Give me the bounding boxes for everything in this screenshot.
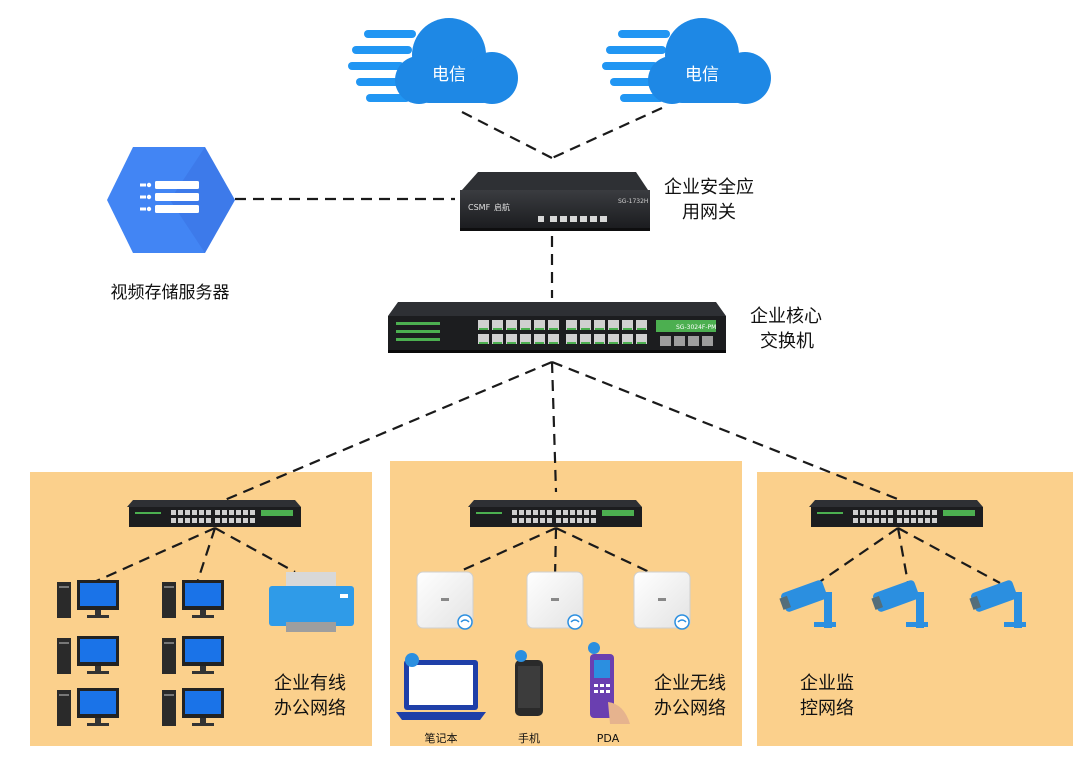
switch-led-block-icon — [396, 322, 440, 341]
link-sw1-pc1 — [91, 526, 216, 585]
speed-lines-icon — [348, 30, 416, 102]
speed-lines-icon — [602, 30, 670, 102]
access-point-icon — [526, 571, 584, 630]
gateway-brand: CSMF — [468, 203, 491, 212]
link-sw1-printer — [214, 527, 296, 573]
access-switch-wired — [127, 500, 301, 527]
link-core-zone3 — [551, 360, 901, 502]
zone-wireless-label-line2: 办公网络 — [654, 698, 726, 719]
gateway-label-line1: 企业安全应 — [664, 177, 754, 198]
access-point-group — [416, 571, 691, 630]
zone-surveillance-label-line2: 控网络 — [800, 698, 854, 719]
desktop-pc-group — [57, 580, 224, 726]
link-sw3-cam2 — [896, 527, 910, 584]
link-cloud1-gateway — [461, 111, 553, 159]
phone-icon — [515, 650, 543, 716]
zone-surveillance-label-line1: 企业监 — [800, 673, 854, 694]
link-core-zone2 — [550, 361, 558, 493]
storage-label: 视频存储服务器 — [111, 283, 230, 303]
desktop-pc-icon — [162, 580, 224, 618]
gateway-model: SG-1732H — [618, 198, 648, 205]
core-switch-label-line1: 企业核心 — [750, 306, 822, 327]
link-core-zone1 — [219, 360, 553, 504]
gateway-label-line2: 用网关 — [682, 202, 736, 223]
core-switch: SG-3024F-PM 企业核心 交换机 — [388, 302, 822, 353]
cloud-telecom-2: 电信 — [602, 18, 771, 104]
zone-wired-label-line1: 企业有线 — [274, 673, 346, 694]
zone-wired-label-line2: 办公网络 — [274, 698, 346, 719]
cloud-label: 电信 — [432, 65, 466, 85]
link-sw3-cam1 — [817, 527, 899, 584]
link-sw1-pc2 — [195, 527, 217, 584]
link-sw3-cam3 — [897, 527, 1001, 584]
link-sw2-ap1 — [444, 526, 557, 580]
link-cloud2-gateway — [551, 106, 663, 160]
core-switch-model: SG-3024F-PM — [676, 324, 716, 331]
gateway-brand-cn: 启航 — [494, 202, 510, 212]
link-sw2-ap2 — [553, 527, 558, 579]
security-camera-icon — [969, 580, 1026, 628]
switch-ports-icon — [478, 320, 713, 346]
camera-group — [779, 580, 1026, 628]
desktop-pc-icon — [57, 688, 119, 726]
connection-lines — [91, 106, 1001, 585]
desktop-pc-icon — [57, 580, 119, 618]
security-camera-icon — [779, 580, 836, 628]
cloud-icon — [648, 18, 771, 104]
server-stack-icon — [140, 181, 199, 213]
security-camera-icon — [871, 580, 928, 628]
pda-icon — [588, 642, 630, 724]
phone-label: 手机 — [518, 731, 540, 745]
access-point-icon — [633, 571, 691, 630]
cloud-icon — [395, 18, 518, 104]
cloud-label: 电信 — [685, 65, 719, 85]
gateway-ports-icon — [538, 216, 607, 222]
access-point-icon — [416, 571, 474, 630]
desktop-pc-icon — [57, 636, 119, 674]
desktop-pc-icon — [162, 688, 224, 726]
desktop-pc-icon — [162, 636, 224, 674]
access-switch-wireless — [468, 500, 642, 527]
security-gateway: CSMF 启航 SG-1732H 企业安全应 用网关 — [460, 172, 754, 231]
laptop-icon — [396, 653, 486, 720]
video-storage-server: 视频存储服务器 — [107, 147, 235, 303]
link-sw2-ap3 — [555, 527, 663, 579]
laptop-label: 笔记本 — [425, 731, 458, 745]
cloud-telecom-1: 电信 — [348, 18, 518, 104]
pda-label: PDA — [597, 732, 620, 745]
zone-wireless-label-line1: 企业无线 — [654, 673, 726, 694]
access-switch-surveillance — [809, 500, 983, 527]
printer-icon — [269, 572, 354, 632]
core-switch-label-line2: 交换机 — [760, 331, 814, 352]
